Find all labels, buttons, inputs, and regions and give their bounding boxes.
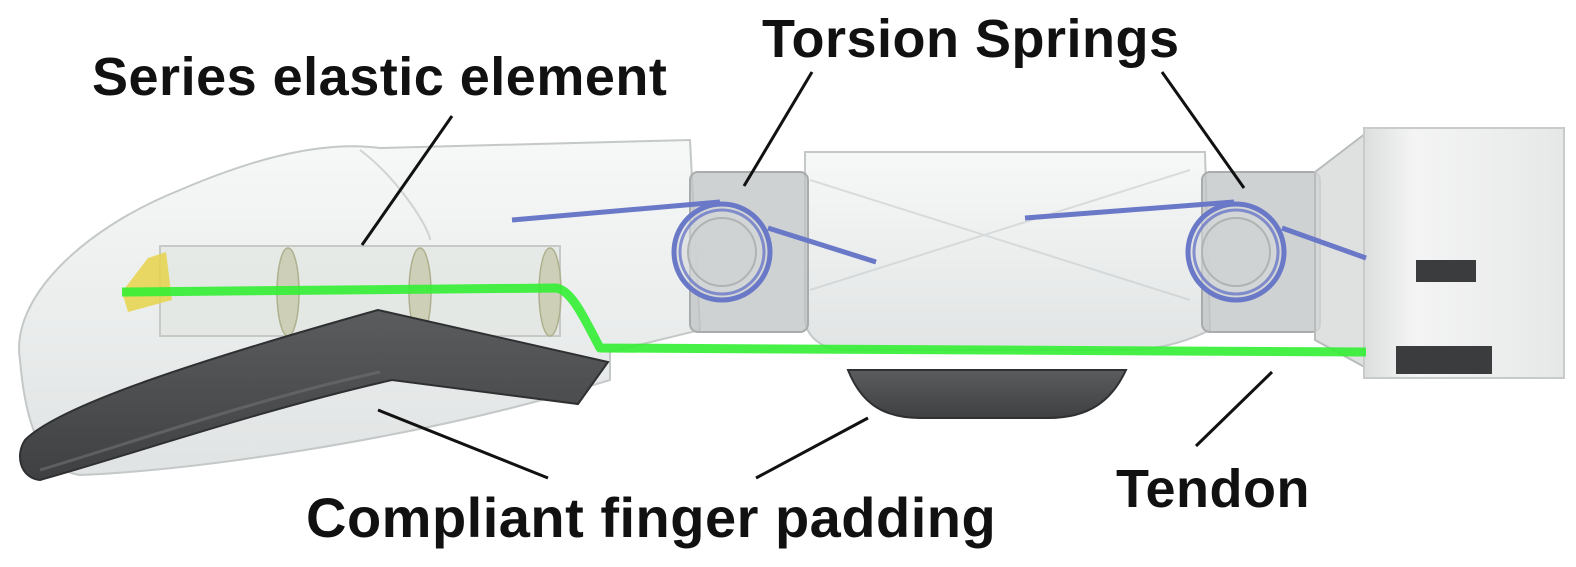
base-block <box>1363 127 1565 379</box>
series-element-tip <box>122 252 172 312</box>
middle-phalanx-shell <box>804 151 1212 351</box>
leader-padding-1 <box>377 408 549 480</box>
base-slot-2 <box>1396 346 1492 374</box>
leader-tendon <box>1194 370 1274 448</box>
leader-torsion-2 <box>1160 71 1246 189</box>
distal-finger-pad <box>19 308 610 482</box>
leader-torsion-1 <box>742 71 814 187</box>
torsion-springs-label: Torsion Springs <box>762 9 1180 69</box>
leader-padding-2 <box>755 416 869 480</box>
tendon <box>121 283 1367 357</box>
torsion-spring-2 <box>1024 199 1367 303</box>
compliant-finger-padding-label: Compliant finger padding <box>306 486 997 549</box>
base-slot-1 <box>1416 260 1476 282</box>
tendon-label: Tendon <box>1116 459 1310 519</box>
leader-series-elastic <box>360 115 454 246</box>
series-elastic-element-label: Series elastic element <box>92 47 668 107</box>
middle-finger-pad <box>846 369 1128 419</box>
torsion-spring-1 <box>511 199 877 303</box>
